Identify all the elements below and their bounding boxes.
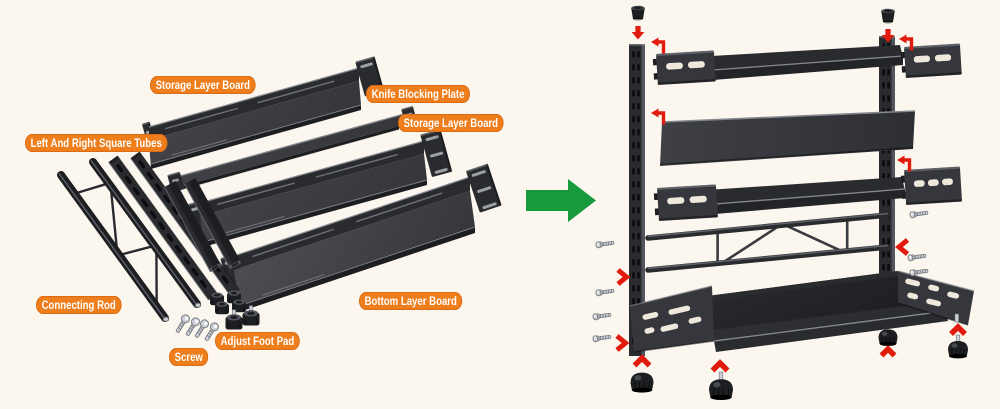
square-tube-short	[163, 181, 222, 273]
label-storage-layer-board-top: Storage Layer Board	[150, 76, 256, 94]
adjust-foot	[948, 334, 968, 359]
adjust-foot	[878, 329, 898, 346]
square-tube-rail	[108, 155, 218, 301]
red-bent-arrow	[651, 37, 666, 54]
label-text: Screw	[174, 350, 203, 364]
label-text: Left And Right Square Tubes	[30, 136, 162, 150]
foot-pad-part	[214, 300, 230, 315]
red-chevron-right	[615, 334, 630, 352]
square-tube-short	[183, 178, 242, 270]
label-screw: Screw	[169, 348, 209, 366]
red-down-arrow	[631, 26, 645, 40]
screw-icon	[909, 209, 929, 219]
board	[141, 56, 385, 169]
assemble-arrow-icon	[526, 179, 596, 222]
assembled-rack	[592, 5, 975, 400]
connecting-rod-part	[57, 158, 202, 322]
label-bottom-layer-board: Bottom Layer Board	[359, 292, 463, 310]
adjust-foot	[709, 371, 733, 400]
screw-icon	[592, 311, 612, 321]
shelf-bracket	[900, 43, 962, 78]
shelf-bracket	[900, 166, 963, 205]
rack-post	[629, 44, 645, 356]
red-down-arrow	[881, 29, 895, 43]
rack-post	[879, 36, 895, 302]
bottom-tray	[629, 270, 975, 353]
board-end-bracket	[465, 163, 502, 213]
leg-stud	[954, 313, 959, 323]
screw-icon	[592, 333, 612, 343]
red-bent-arrow	[899, 34, 914, 51]
label-connecting-rod: Connecting Rod	[36, 296, 122, 314]
screw-icon	[595, 239, 615, 249]
tray-left-wall	[629, 285, 715, 353]
truss	[645, 212, 891, 273]
label-adjust-foot-pad: Adjust Foot Pad	[215, 332, 300, 350]
red-bent-arrow	[651, 108, 666, 125]
board	[186, 129, 453, 247]
label-text: Bottom Layer Board	[364, 294, 457, 308]
knife-plate-assembled	[659, 110, 916, 166]
label-storage-layer-board-middle: Storage Layer Board	[398, 114, 504, 132]
red-chevron-right	[616, 268, 631, 286]
label-text: Storage Layer Board	[155, 78, 251, 92]
post-top-cap	[631, 5, 645, 21]
middle-shelf	[653, 166, 963, 221]
screw-icon	[595, 287, 615, 297]
red-chevron-up	[949, 323, 967, 336]
screw-icon	[907, 252, 927, 262]
label-text: Adjust Foot Pad	[220, 334, 295, 348]
label-text: Connecting Rod	[41, 298, 116, 312]
red-chevron-up	[879, 345, 897, 358]
label-text: Knife Blocking Plate	[371, 87, 465, 101]
label-text: Storage Layer Board	[403, 116, 499, 130]
label-knife-blocking-plate: Knife Blocking Plate	[366, 85, 471, 103]
exploded-parts	[57, 56, 502, 343]
shelf-bracket	[653, 184, 718, 221]
board	[220, 163, 502, 312]
red-chevron-up	[632, 354, 652, 368]
board-end-bracket	[420, 129, 453, 177]
red-chevron-up	[710, 359, 730, 373]
adjust-foot	[630, 372, 654, 393]
shelf-bracket	[652, 50, 716, 85]
red-chevron-left	[895, 238, 910, 256]
post-top-cap	[881, 8, 895, 24]
top-shelf	[652, 43, 962, 85]
screw-icon	[909, 267, 929, 277]
label-left-and-right-square-tubes: Left And Right Square Tubes	[25, 134, 168, 152]
red-bent-arrow	[897, 155, 912, 172]
